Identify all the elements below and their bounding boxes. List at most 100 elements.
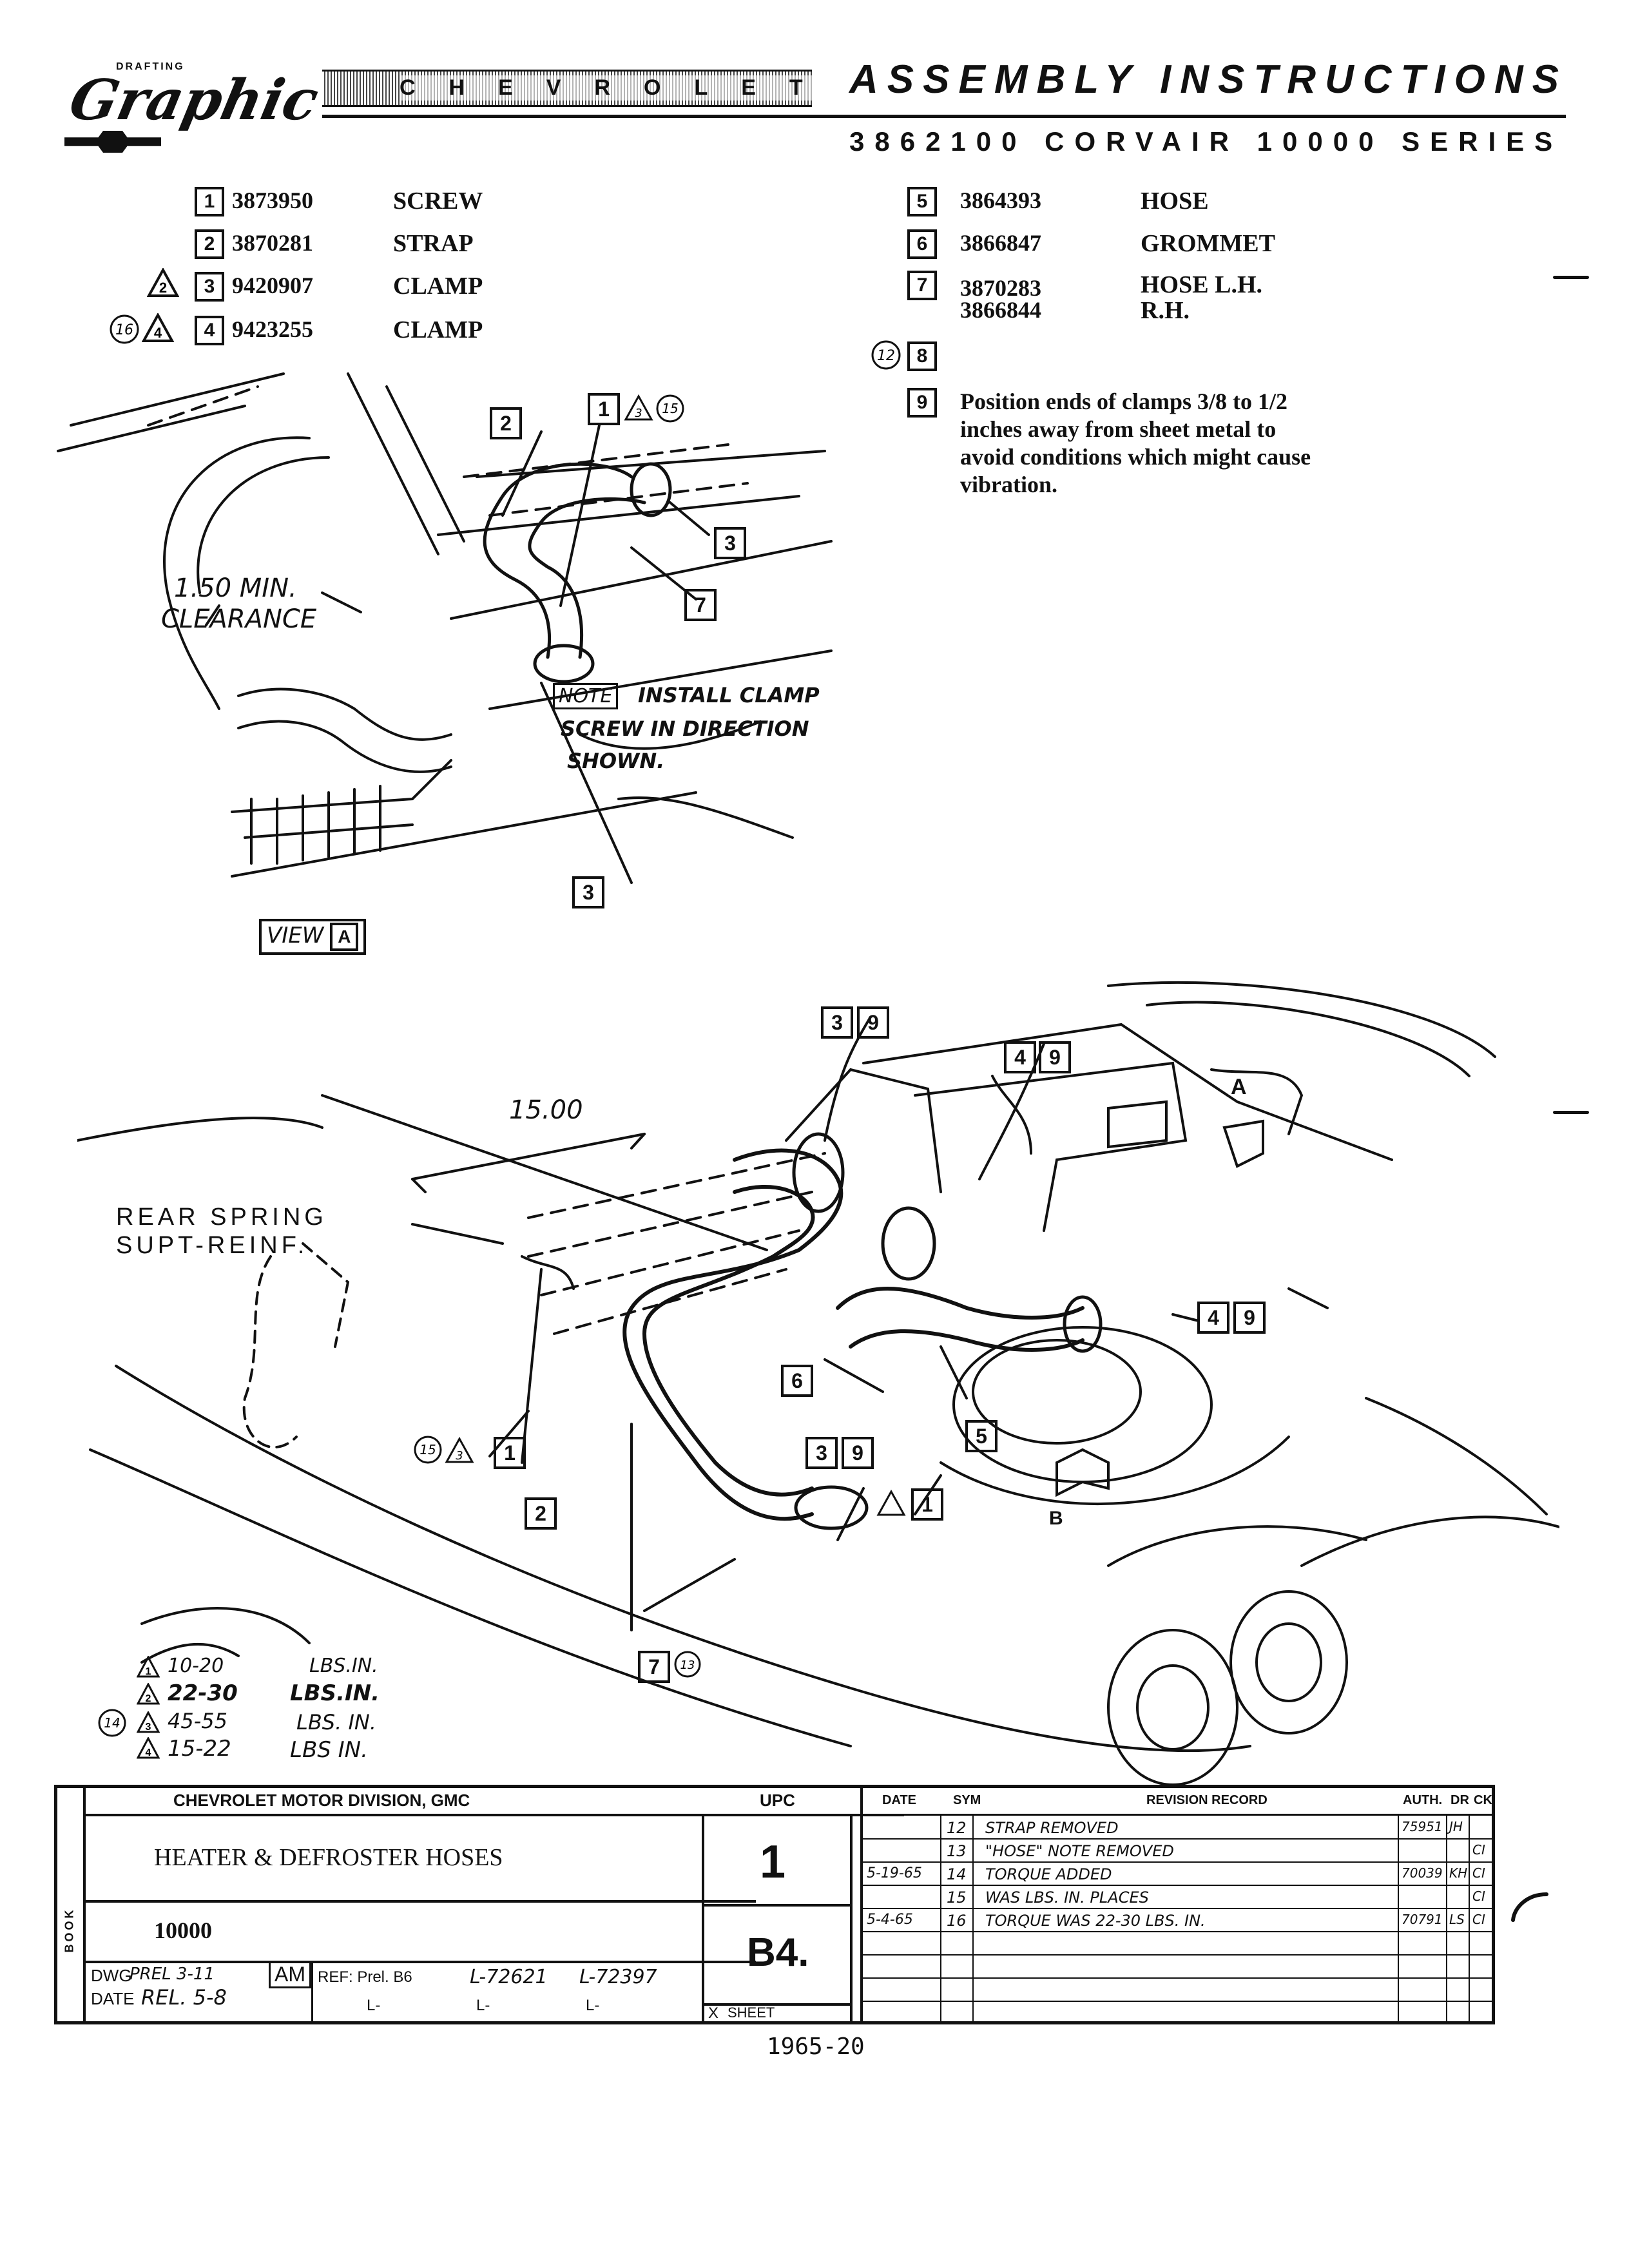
rev-text: WAS LBS. IN. PLACES [985,1888,1149,1907]
svg-text:3: 3 [635,407,642,420]
rev-auth: 70791 [1402,1912,1443,1927]
torque-legend: 14 1 10-20 LBS.IN. 2 22-30 LBS.IN. 3 45-… [97,1655,458,1771]
torque-unit: LBS. IN. [296,1710,376,1735]
rev-ck: CI [1472,1912,1485,1927]
part-number: 3873950 [232,187,313,213]
item-number-box: 6 [907,229,937,259]
note-text: SCREW IN DIRECTION [561,716,809,741]
callout-box: 2 [525,1497,557,1530]
date-label: DATE [91,1989,135,2008]
torque-value: 45-55 [168,1709,227,1733]
parts-list-right: 5 3864393 HOSE 6 3866847 GROMMET 7 38702… [870,187,1450,509]
margin-mark [1553,1111,1589,1114]
svg-text:15: 15 [419,1442,436,1457]
item-number-box: 7 [907,271,937,300]
torque-unit: LBS.IN. [290,1680,380,1706]
note-line: inches away from sheet metal to [960,416,1277,442]
page-footer: 1965-20 [767,2033,865,2060]
rev-header: CK [1474,1793,1492,1807]
torque-flag-icon [876,1490,906,1516]
ref-drawing: L-72397 [579,1966,657,1988]
callout-box: 7 [638,1651,670,1683]
view-a-illustration [57,372,833,884]
torque-flag-icon: 2 [137,1683,160,1705]
item-number-box: 1 [195,187,224,216]
callout-box: 7 [684,589,717,621]
svg-text:12: 12 [877,348,895,364]
torque-flag-icon: 1 [137,1656,160,1678]
callout-box: 5 [965,1420,998,1452]
ref-drawing: L- [586,1997,600,2014]
title-block: BOOK CHEVROLET MOTOR DIVISION, GMC UPC H… [54,1785,1495,2024]
item-number-box: 9 [907,388,937,418]
initials-box: AM [269,1961,311,1988]
logo-band-text: CHEVROLET [400,75,836,101]
callout-box: 4 [1197,1302,1229,1334]
part-name: CLAMP [393,316,483,343]
main-illustration [77,981,1559,1786]
torque-flag-icon: 4 [137,1737,160,1759]
rev-auth: 75951 [1402,1819,1443,1834]
parts-list-left: 1 3873950 SCREW 2 3870281 STRAP 2 3 9420… [97,187,548,354]
header-rule [322,115,1566,118]
item-number-box: 8 [907,341,937,371]
dwg-prel: PREL 3-11 [130,1965,215,1984]
rev-ck: CI [1472,1865,1485,1881]
rev-header: REVISION RECORD [1146,1793,1268,1807]
upc-value: 1 [760,1836,786,1888]
part-name: SCREW [393,187,483,215]
ref-drawing: L- [476,1997,490,2014]
rev-dr: KH [1449,1865,1468,1881]
revision-circle-icon: 13 [674,1651,701,1678]
view-label-text: VIEW [267,923,324,948]
rev-date: 5-4-65 [867,1912,913,1928]
item-number-box: 3 [195,272,224,302]
page-title: ASSEMBLY INSTRUCTIONS [849,57,1568,102]
note-line: avoid conditions which might cause [960,444,1311,470]
margin-mark [1553,276,1589,279]
torque-flag-icon: 3 [445,1437,474,1463]
rev-text: "HOSE" NOTE REMOVED [985,1842,1174,1860]
torque-flag-icon: 2 [147,268,179,297]
note-text: INSTALL CLAMP [638,683,820,707]
part-number: 3870283 [960,275,1041,301]
note-text: SHOWN. [567,749,665,773]
svg-text:13: 13 [680,1658,695,1672]
callout-box: 1 [911,1488,943,1521]
torque-flag-icon: 3 [137,1711,160,1733]
dimension-label: 15.00 [509,1095,583,1125]
rev-auth: 70039 [1402,1865,1443,1881]
rev-dr: JH [1449,1819,1463,1834]
rev-text: TORQUE ADDED [985,1865,1112,1883]
part-number: 9420907 [232,273,313,298]
rev-header: AUTH. [1403,1793,1443,1807]
sheet-code: B4. [747,1930,809,1975]
part-name-alt: R.H. [1141,297,1190,324]
part-number: 3864393 [960,187,1041,213]
rev-text: TORQUE WAS 22-30 LBS. IN. [985,1912,1206,1930]
rev-sym: 16 [947,1912,967,1930]
item-number-box: 4 [195,316,224,345]
dwg-label: DWG [91,1966,132,1985]
revision-circle-icon: 14 [98,1709,126,1737]
callout-box: 6 [781,1365,813,1397]
callout-box: 3 [805,1437,838,1469]
svg-text:2: 2 [159,280,167,296]
callout-box: 1 [588,393,620,425]
callout-box: 4 [1004,1041,1036,1073]
callout-box: 1 [494,1437,526,1469]
rev-sym: 13 [947,1842,967,1860]
logo: DRAFTING Graphic [58,61,335,158]
page-subtitle: 3862100 CORVAIR 10000 SERIES [849,126,1563,157]
rev-text: STRAP REMOVED [985,1819,1119,1837]
callout-box: 9 [842,1437,874,1469]
svg-text:16: 16 [115,322,133,338]
logo-script: Graphic [64,68,324,133]
callout-box: 3 [714,527,746,559]
part-number: 9423255 [232,316,313,342]
part-number: 3866847 [960,230,1041,256]
spring-label: SUPT-REINF. [116,1232,309,1259]
svg-text:3: 3 [146,1722,151,1733]
callout-box: 9 [857,1006,889,1039]
side-label: BOOK [63,1907,76,1953]
